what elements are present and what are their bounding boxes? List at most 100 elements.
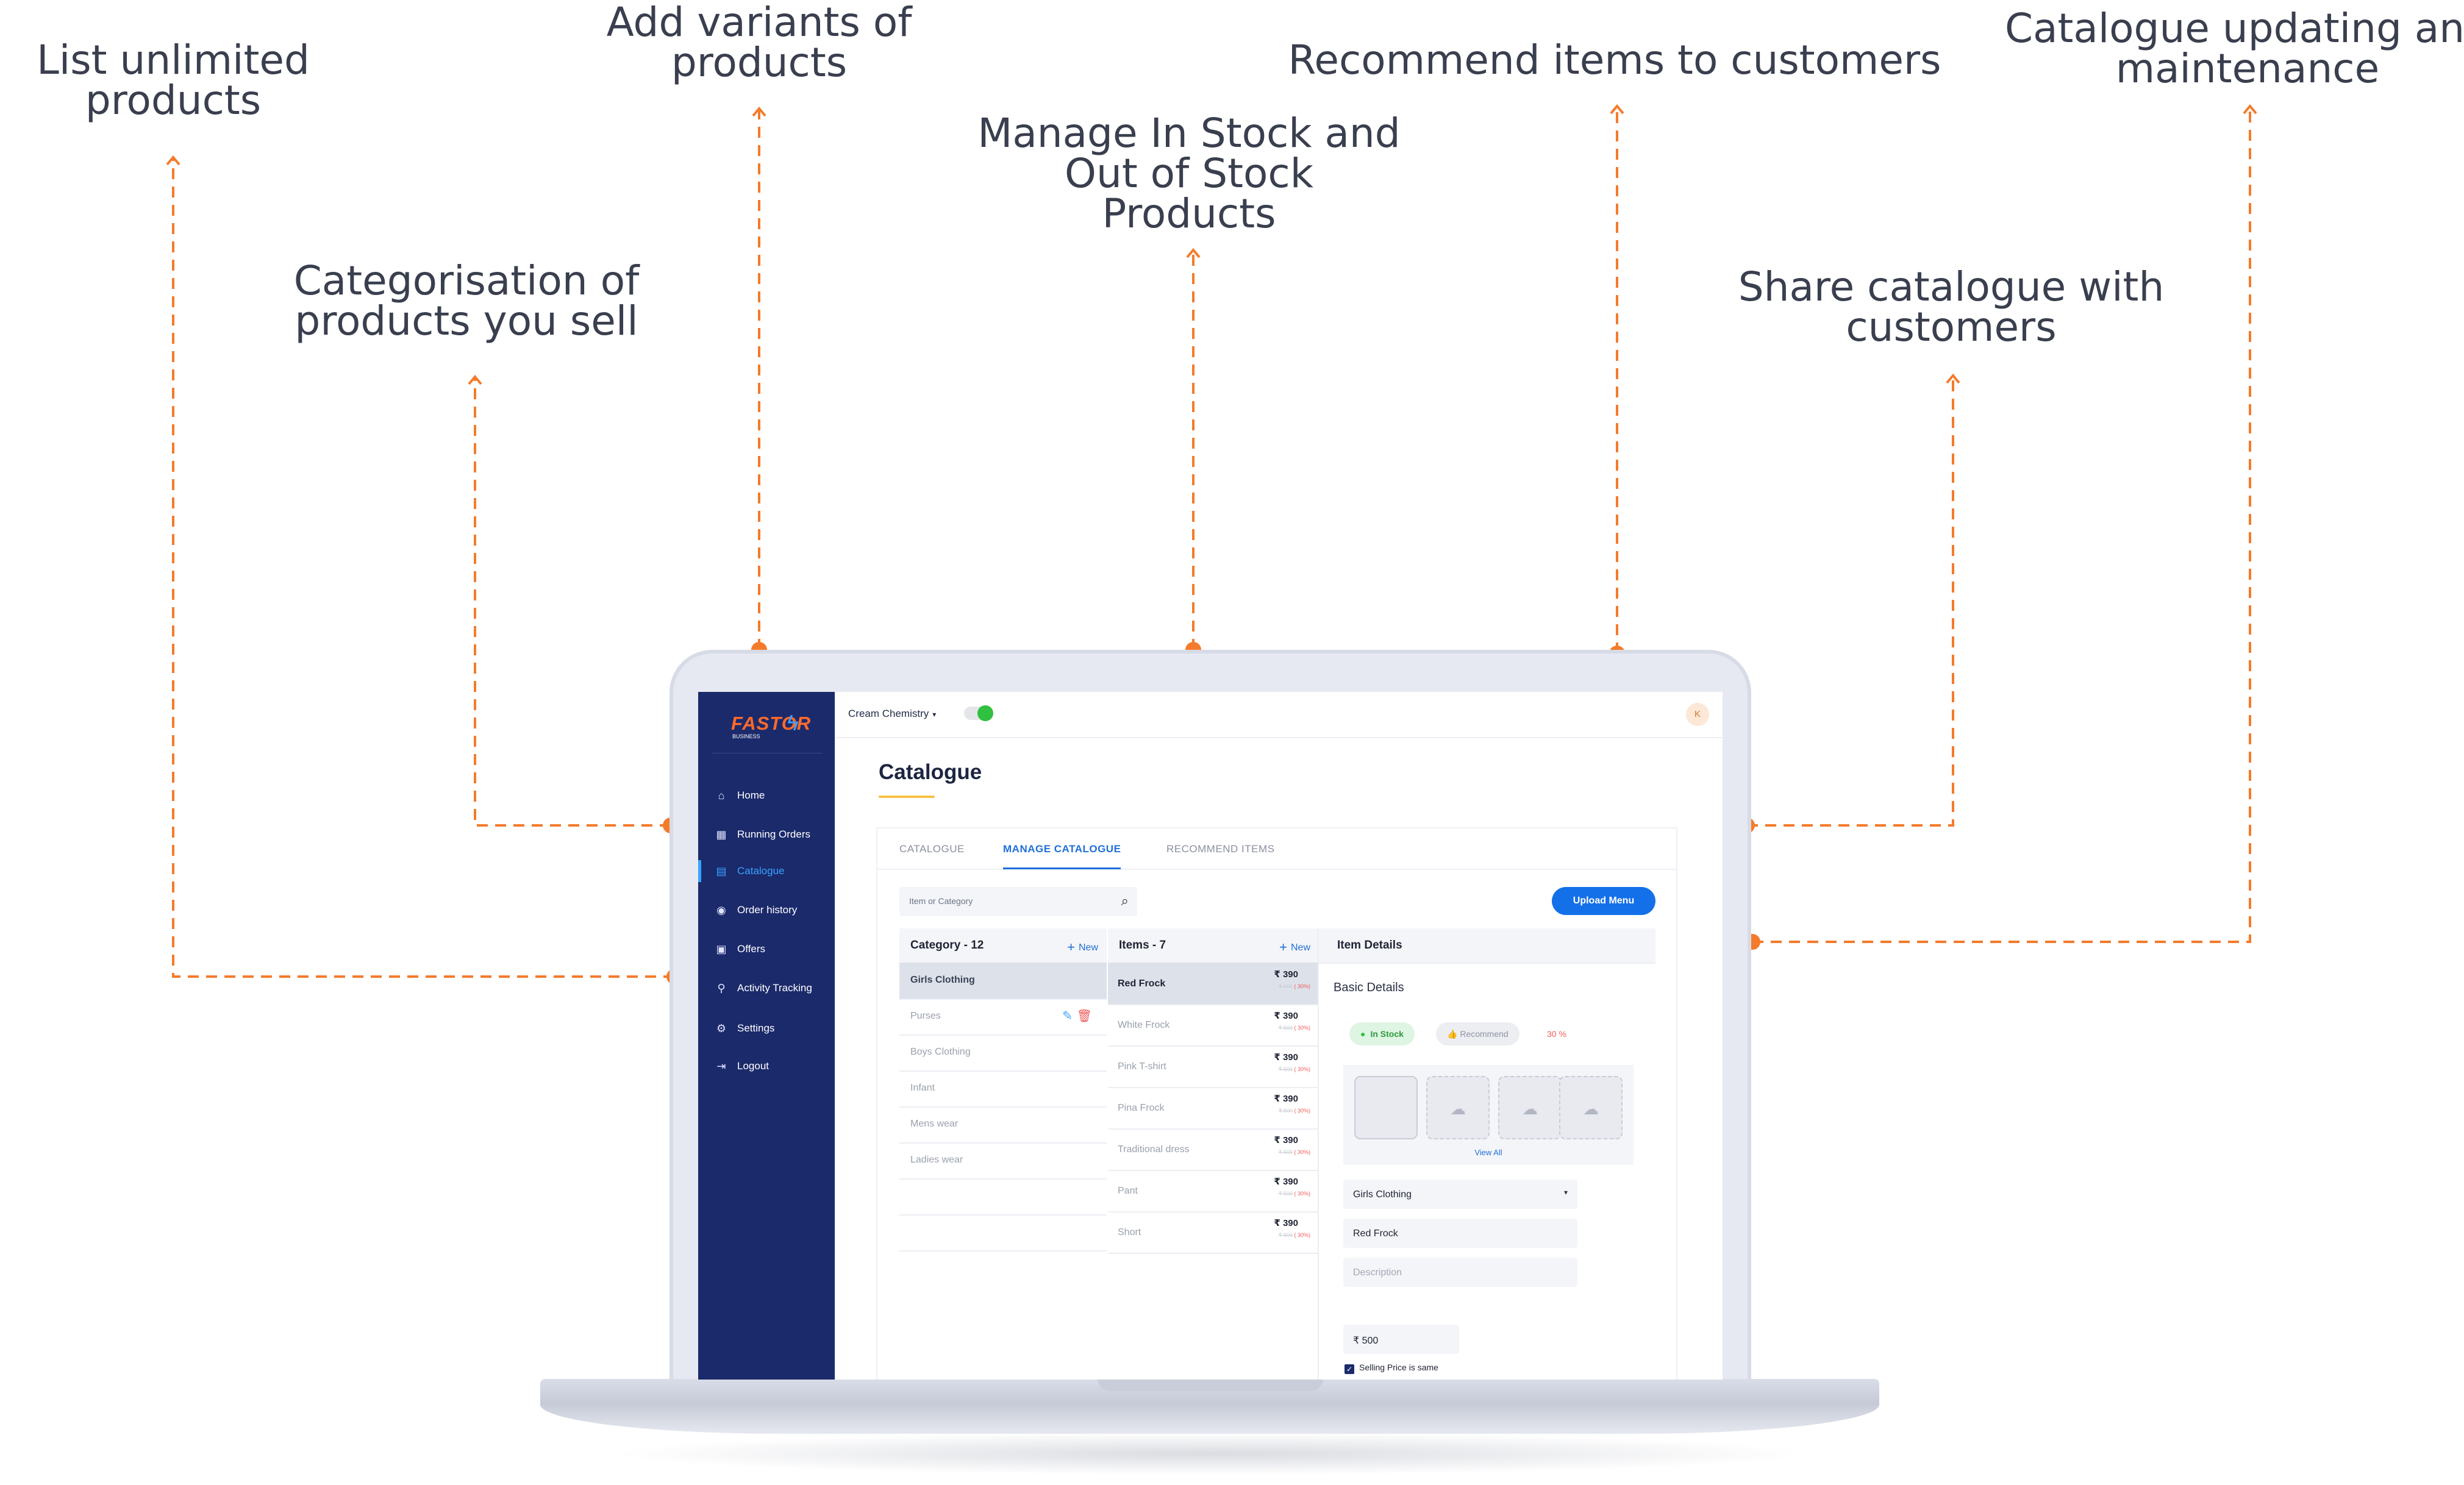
- item-row[interactable]: Red Frock ₹ 390 ₹ 500 ( 30%): [1108, 963, 1319, 1005]
- search-icon: ⌕: [1121, 893, 1129, 908]
- search-placeholder: Item or Category: [909, 896, 973, 906]
- selling-price-same-checkbox[interactable]: ✓Selling Price is same: [1344, 1362, 1438, 1374]
- plus-icon: +: [1067, 939, 1075, 955]
- recommend-toggle[interactable]: 👍 Recommend: [1436, 1022, 1519, 1045]
- laptop-notch: [1098, 1379, 1323, 1391]
- category-label: Boys Clothing: [910, 1047, 971, 1057]
- in-stock-toggle[interactable]: In Stock: [1349, 1022, 1415, 1045]
- sidebar-item-logout[interactable]: ⇥ Logout: [698, 1052, 835, 1081]
- strike-price: ₹ 500: [1278, 1191, 1293, 1197]
- sidebar-item-label: Running Orders: [737, 828, 811, 840]
- callout-line: Add variants of: [606, 0, 912, 46]
- gear-icon: ⚙: [716, 1022, 727, 1035]
- new-item-button[interactable]: +New: [1279, 939, 1310, 955]
- discount-pct: ( 30%): [1294, 1025, 1310, 1031]
- item-name: White Frock: [1118, 1020, 1170, 1030]
- category-header: Category - 12 +New: [899, 928, 1107, 964]
- sidebar-item-activity-tracking[interactable]: ⚲ Activity Tracking: [698, 974, 835, 1003]
- category-row[interactable]: Boys Clothing: [899, 1035, 1107, 1072]
- sidebar-item-label: Settings: [737, 1022, 775, 1034]
- upload-cloud-icon[interactable]: ☁: [1426, 1076, 1490, 1139]
- sidebar-item-settings[interactable]: ⚙ Settings: [698, 1014, 835, 1043]
- category-row[interactable]: Ladies wear: [899, 1142, 1107, 1180]
- category-row-empty: [899, 1178, 1107, 1216]
- item-row[interactable]: Traditional dress ₹ 390 ₹ 500 ( 30%): [1108, 1128, 1319, 1171]
- category-row[interactable]: Infant: [899, 1070, 1107, 1108]
- chevron-down-icon: ▾: [1563, 1188, 1568, 1197]
- sidebar-item-offers[interactable]: ▣ Offers: [698, 935, 835, 964]
- discount-pct: ( 30%): [1294, 1108, 1310, 1114]
- edit-icon[interactable]: ✎: [1062, 1010, 1073, 1023]
- logo-subtitle: BUSINESS: [732, 733, 760, 739]
- discount-pct: ( 30%): [1294, 983, 1310, 989]
- laptop-shadow: [610, 1433, 1811, 1475]
- item-price: ₹ 390: [1274, 1094, 1298, 1104]
- callout-line: customers: [1846, 304, 2057, 351]
- store-selector[interactable]: Cream Chemistry▾: [848, 708, 936, 720]
- item-row[interactable]: White Frock ₹ 390 ₹ 500 ( 30%): [1108, 1004, 1319, 1047]
- category-select[interactable]: Girls Clothing ▾: [1343, 1180, 1577, 1209]
- sidebar-item-label: Order history: [737, 904, 798, 916]
- app-screen: FASTOR ϟ BUSINESS ⌂ Home ▦ Running Order…: [698, 692, 1723, 1380]
- laptop-base-bottom: [540, 1405, 1879, 1434]
- description-placeholder: Description: [1353, 1267, 1402, 1278]
- sidebar-item-label: Activity Tracking: [737, 982, 812, 994]
- upload-cloud-icon[interactable]: ☁: [1498, 1076, 1562, 1139]
- recommend-label: Recommend: [1460, 1029, 1509, 1039]
- sidebar-item-running-orders[interactable]: ▦ Running Orders: [698, 820, 835, 849]
- callout-line: Catalogue updating and: [2004, 5, 2464, 52]
- item-price: ₹ 390: [1274, 1177, 1298, 1187]
- item-name-field[interactable]: Red Frock: [1343, 1219, 1577, 1248]
- price-field[interactable]: ₹ 500: [1343, 1325, 1459, 1354]
- checkbox-label: Selling Price is same: [1359, 1362, 1438, 1372]
- upload-cloud-icon[interactable]: ☁: [1559, 1076, 1623, 1139]
- delete-icon[interactable]: 🗑: [1076, 1010, 1092, 1023]
- sidebar-item-home[interactable]: ⌂ Home: [698, 781, 835, 810]
- search-input[interactable]: Item or Category ⌕: [899, 887, 1137, 916]
- sidebar-item-order-history[interactable]: ◉ Order history: [698, 896, 835, 925]
- item-row[interactable]: Pink T-shirt ₹ 390 ₹ 500 ( 30%): [1108, 1045, 1319, 1088]
- sidebar-item-catalogue[interactable]: ▤ Catalogue: [698, 856, 835, 886]
- items-count: Items - 7: [1119, 939, 1166, 952]
- strike-price: ₹ 500: [1278, 1108, 1293, 1114]
- avatar[interactable]: K: [1686, 703, 1709, 726]
- category-row[interactable]: Girls Clothing: [899, 963, 1107, 1000]
- logo: FASTOR: [731, 713, 812, 734]
- upload-menu-button[interactable]: Upload Menu: [1552, 887, 1655, 915]
- store-online-toggle[interactable]: [964, 705, 993, 721]
- chevron-down-icon: ▾: [932, 710, 937, 719]
- category-label: Mens wear: [910, 1119, 959, 1129]
- history-icon: ◉: [716, 903, 726, 916]
- item-original-price: ₹ 500 ( 30%): [1279, 1232, 1310, 1239]
- callout-line: products: [85, 77, 262, 124]
- new-category-button[interactable]: +New: [1067, 939, 1098, 955]
- item-row[interactable]: Pina Frock ₹ 390 ₹ 500 ( 30%): [1108, 1087, 1319, 1130]
- item-name: Red Frock: [1118, 978, 1166, 989]
- callout-categorisation: Categorisation of products you sell: [294, 261, 640, 341]
- callout-line: Manage In Stock and: [977, 110, 1401, 157]
- category-row[interactable]: Mens wear: [899, 1106, 1107, 1144]
- item-row[interactable]: Pant ₹ 390 ₹ 500 ( 30%): [1108, 1170, 1319, 1213]
- lightning-icon: ϟ: [787, 710, 799, 735]
- image-slot[interactable]: [1354, 1076, 1418, 1139]
- home-icon: ⌂: [718, 789, 725, 802]
- item-original-price: ₹ 500 ( 30%): [1279, 1066, 1310, 1073]
- tab-bar: CATALOGUE MANAGE CATALOGUE RECOMMEND ITE…: [877, 828, 1676, 870]
- callout-add-variants: Add variants of products: [607, 2, 912, 83]
- sidebar-item-label: Catalogue: [737, 865, 785, 877]
- activity-icon: ⚲: [717, 981, 726, 994]
- tab-manage-catalogue[interactable]: MANAGE CATALOGUE: [1003, 843, 1121, 869]
- discount-badge: 30 %: [1541, 1022, 1573, 1045]
- price-value: ₹ 500: [1353, 1336, 1379, 1346]
- discount-pct: ( 30%): [1294, 1232, 1310, 1238]
- callout-line: Recommend items to customers: [1288, 37, 1941, 84]
- view-all-link[interactable]: View All: [1474, 1148, 1502, 1157]
- orders-icon: ▦: [716, 828, 727, 841]
- category-row[interactable]: Purses ✎ 🗑: [899, 999, 1107, 1036]
- item-row[interactable]: Short ₹ 390 ₹ 500 ( 30%): [1108, 1211, 1319, 1254]
- tab-recommend-items[interactable]: RECOMMEND ITEMS: [1166, 843, 1275, 855]
- description-field[interactable]: Description: [1343, 1258, 1577, 1287]
- strike-price: ₹ 500: [1278, 1066, 1293, 1072]
- sidebar: FASTOR ϟ BUSINESS ⌂ Home ▦ Running Order…: [698, 692, 835, 1380]
- tab-catalogue[interactable]: CATALOGUE: [899, 843, 965, 855]
